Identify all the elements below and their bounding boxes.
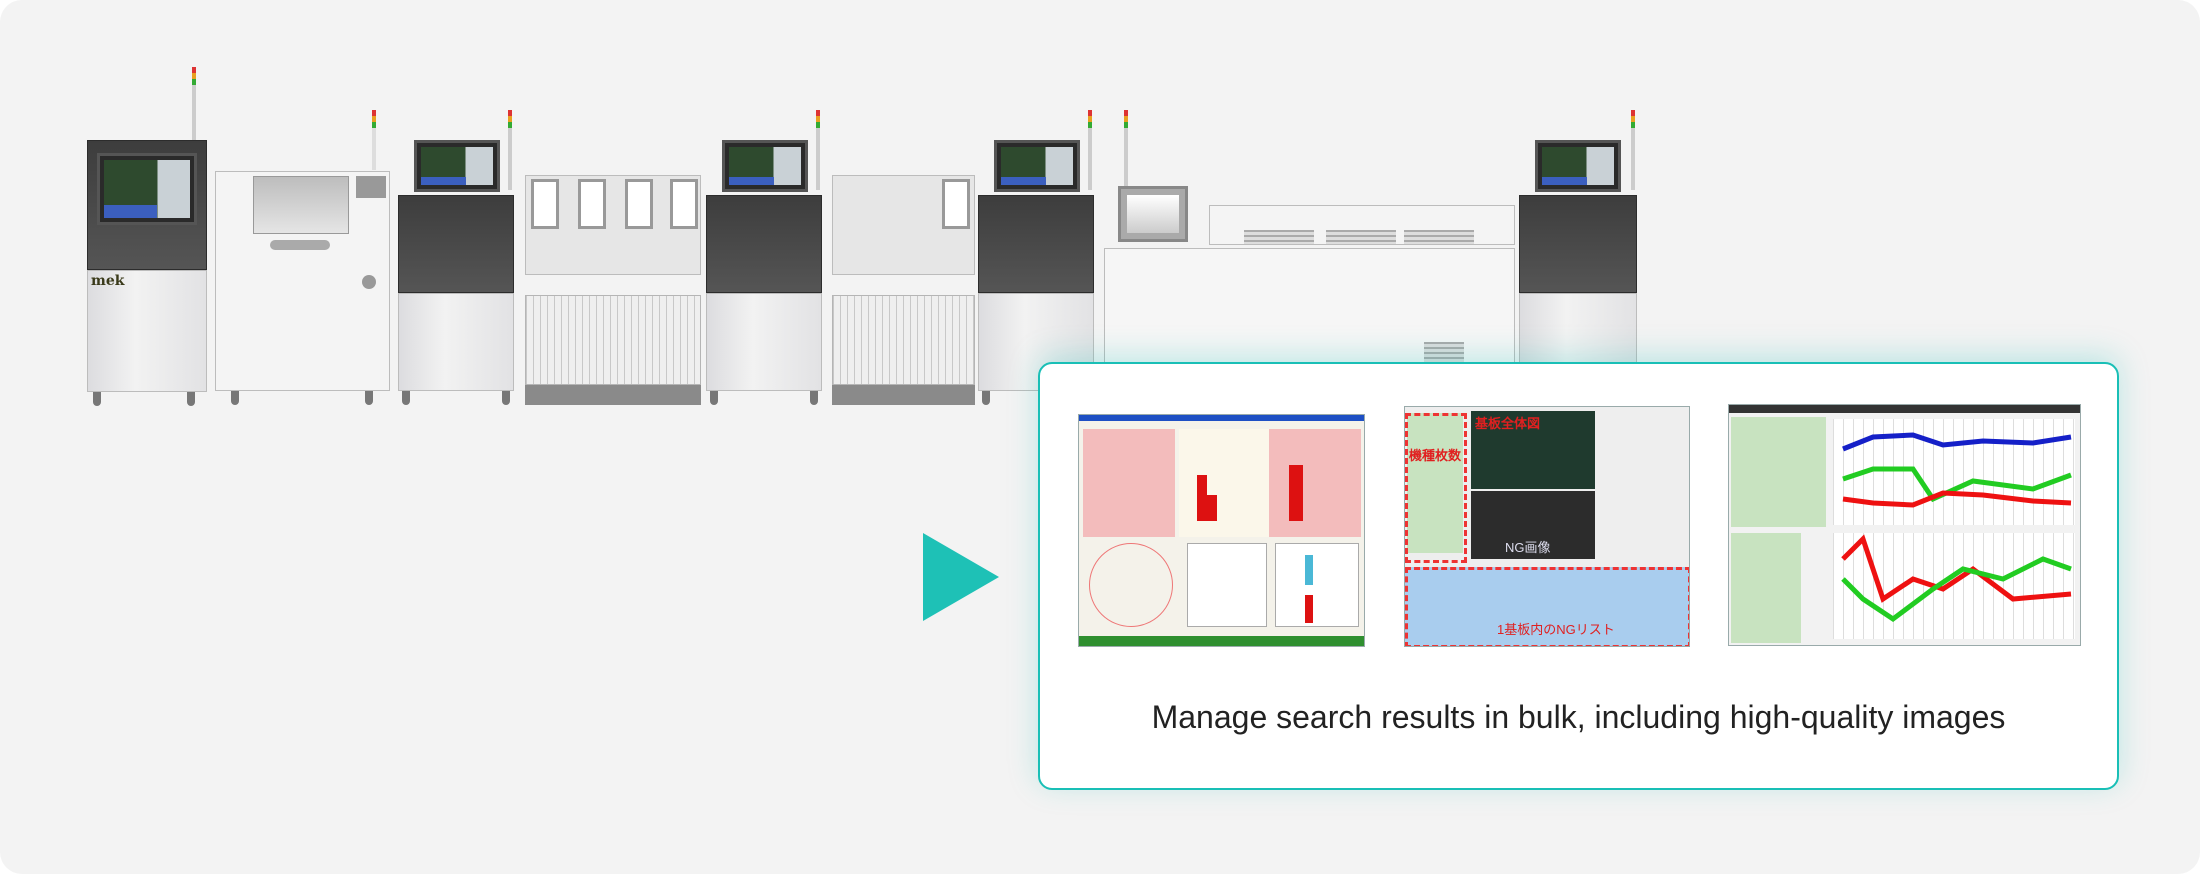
brand-logo: mek	[91, 273, 125, 289]
ng-list-label: 1基板内のNGリスト	[1497, 622, 1615, 637]
statistics-screenshot	[1078, 414, 1365, 647]
board-overview-label: 基板全体図	[1475, 416, 1541, 431]
aoi-machine: mek	[87, 67, 210, 406]
feature-card: 基板全体図 機種枚数 NG画像 1基板内のNGリスト Manage search…	[1038, 362, 2119, 790]
model-count-label: 機種枚数	[1409, 448, 1462, 463]
trend-lines	[1841, 432, 2072, 623]
play-arrow-icon	[923, 533, 999, 621]
mounter-machine-1	[398, 110, 519, 405]
defect-rate-graph-screenshot	[1728, 404, 2081, 646]
mounter-machine-4	[1519, 110, 1644, 404]
reflow-oven	[1104, 110, 1515, 404]
inspection-image-screenshot: 基板全体図 機種枚数 NG画像 1基板内のNGリスト	[1404, 406, 1690, 647]
ng-image-label: NG画像	[1505, 540, 1551, 555]
feeder-module-2	[832, 175, 975, 405]
mounter-machine-3	[978, 110, 1101, 405]
feature-caption: Manage search results in bulk, including…	[1151, 699, 2006, 735]
printer-machine	[215, 110, 390, 405]
mounter-machine-2	[706, 110, 828, 405]
feeder-module-1	[525, 175, 701, 405]
